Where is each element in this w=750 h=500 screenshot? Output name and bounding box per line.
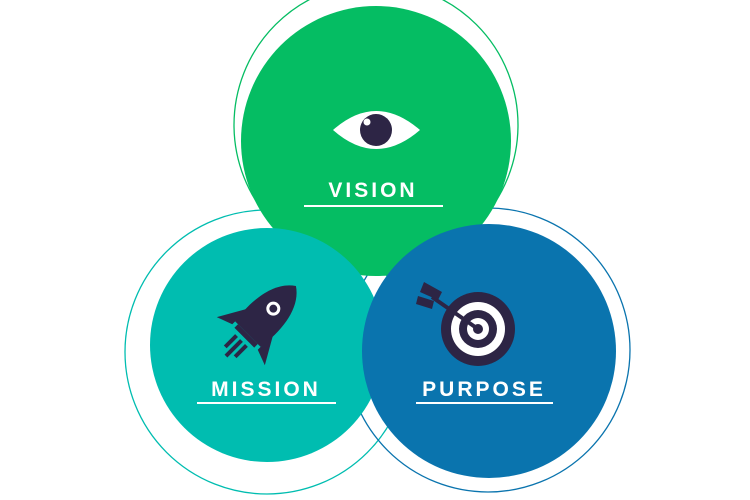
rocket-icon [216,285,297,366]
vision-label: VISION [328,179,417,202]
mission-label: MISSION [211,378,321,401]
purpose-label: PURPOSE [422,378,546,401]
eye-icon [333,111,420,149]
target-icon [416,282,515,366]
